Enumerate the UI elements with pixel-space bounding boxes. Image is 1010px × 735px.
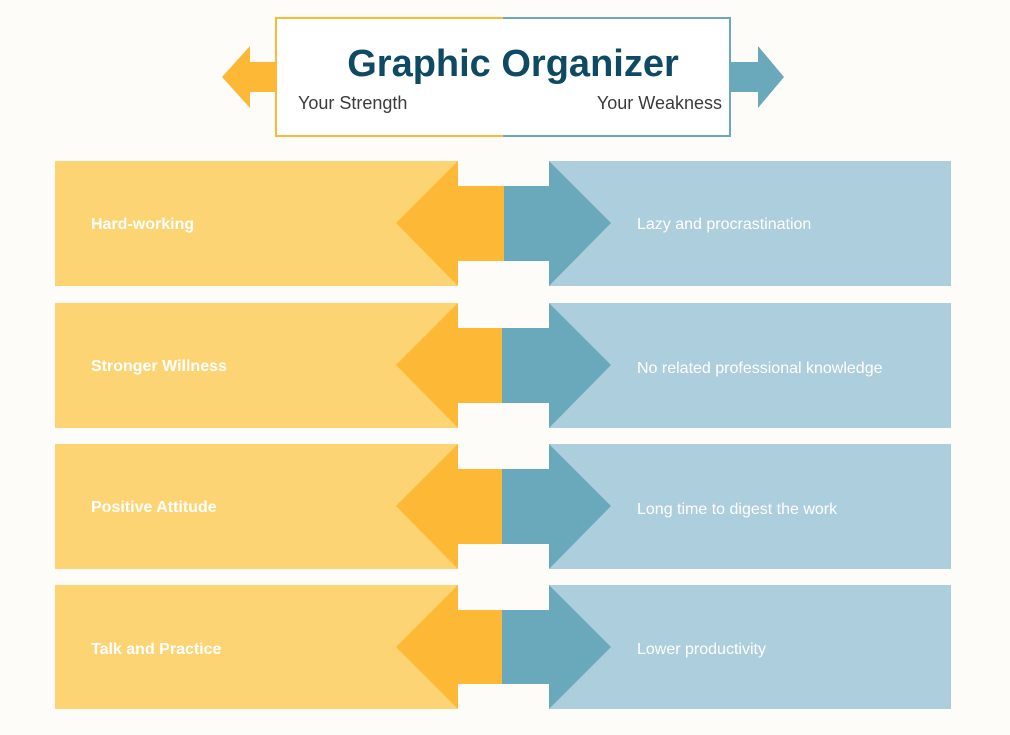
organizer-row: Hard-working Lazy and procrastination: [55, 161, 951, 286]
weakness-panel: [549, 444, 951, 569]
strength-text: Hard-working: [91, 216, 194, 233]
strength-panel: [55, 161, 458, 286]
right-header-arrow: [727, 46, 784, 108]
strength-arrow: [396, 303, 502, 428]
header-border-left: [275, 17, 503, 137]
strength-arrow: [396, 444, 502, 569]
header: Graphic Organizer Your Strength Your Wea…: [222, 17, 784, 137]
organizer-row: Stronger Willness No related professiona…: [55, 303, 951, 428]
header-border-right: [503, 17, 731, 137]
weakness-text: Lazy and procrastination: [637, 216, 811, 233]
strength-arrow: [396, 585, 502, 709]
strength-arrow: [396, 161, 504, 286]
weakness-panel: [549, 161, 951, 286]
organizer-row: Positive Attitude Long time to digest th…: [55, 444, 951, 569]
weakness-text: Lower productivity: [637, 641, 766, 658]
weakness-arrow: [504, 161, 611, 286]
weakness-header-label: Your Weakness: [597, 93, 722, 113]
weakness-text: No related professional knowledge: [637, 360, 883, 377]
strength-header-label: Your Strength: [298, 93, 407, 113]
weakness-panel: [549, 303, 951, 428]
organizer-row: Talk and Practice Lower productivity: [55, 585, 951, 709]
strength-panel: [55, 444, 458, 569]
weakness-arrow: [502, 585, 611, 709]
header-box: [276, 18, 730, 136]
weakness-arrow: [502, 444, 611, 569]
strength-text: Stronger Willness: [91, 358, 227, 375]
strength-panel: [55, 303, 458, 428]
strength-text: Positive Attitude: [91, 499, 217, 516]
left-header-arrow: [222, 46, 282, 108]
weakness-text: Long time to digest the work: [637, 501, 838, 518]
strength-panel: [55, 585, 458, 709]
page-title: Graphic Organizer: [347, 43, 679, 85]
weakness-panel: [549, 585, 951, 709]
weakness-arrow: [502, 303, 611, 428]
strength-text: Talk and Practice: [91, 641, 222, 658]
